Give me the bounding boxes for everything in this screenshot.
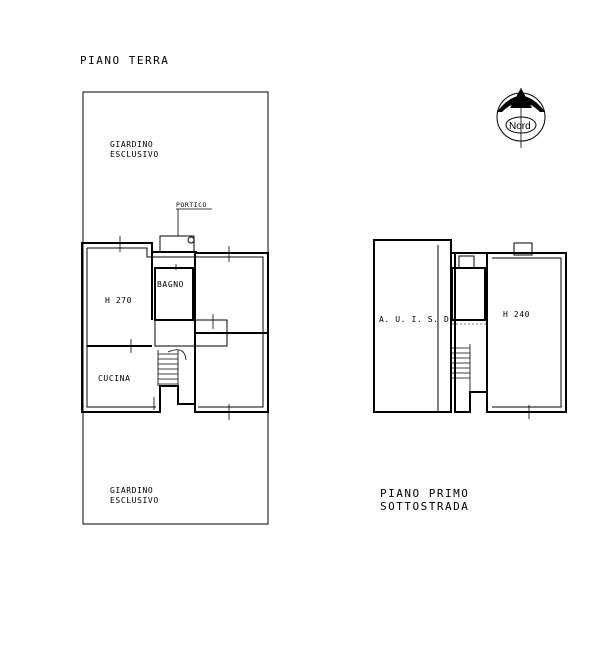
north-arrow: Nord [496, 88, 546, 148]
ground-floor-title: PIANO TERRA [80, 54, 169, 67]
basement-height-label: H 240 [503, 310, 530, 319]
kitchen-label: CUCINA [98, 374, 131, 383]
basement-stairs [452, 323, 487, 392]
garden-top-line1: GIARDINO [110, 140, 153, 149]
stairs [157, 349, 187, 386]
living-height-label: H 270 [105, 296, 132, 305]
storage-label: A. U. I. S. D. [379, 315, 455, 324]
garden-bottom-line2: ESCLUSIVO [110, 496, 159, 505]
basement-openings [486, 335, 536, 419]
portico-column [187, 236, 195, 244]
garden-top-line2: ESCLUSIVO [110, 150, 159, 159]
storage-room-walls [373, 239, 452, 413]
basement-small-room [451, 267, 486, 321]
basement-unit-inner [492, 257, 562, 408]
compass-label-oval [505, 116, 537, 134]
ground-floor-plan: PIANO TERRA GIARDINO ESCLUSIVO PORTICO B… [80, 54, 269, 525]
basement-title-line1: PIANO PRIMO [380, 487, 469, 500]
garden-bottom-line1: GIARDINO [110, 486, 153, 495]
basement-title-line2: SOTTOSTRADA [380, 500, 469, 513]
openings [113, 236, 236, 420]
basement-vent-a [458, 255, 475, 269]
bathroom-walls [154, 267, 194, 321]
landing [154, 319, 228, 347]
house-inner-outline [86, 247, 264, 408]
compass-label: Nord [509, 121, 531, 132]
portico-label: PORTICO [176, 201, 207, 209]
basement-unit-walls [450, 252, 567, 413]
compass-arc [497, 96, 545, 112]
bathroom-label: BAGNO [157, 280, 184, 289]
basement-floor-plan: A. U. I. S. D. H 240 PIANO PRIMO SOTTOS [373, 239, 567, 513]
basement-vent-b [513, 242, 533, 256]
